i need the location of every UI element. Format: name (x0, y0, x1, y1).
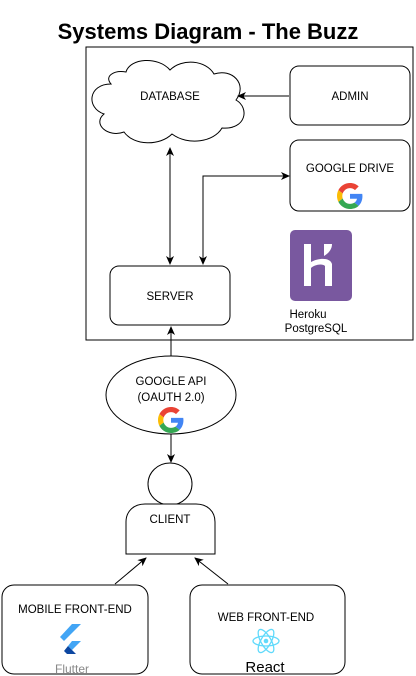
google-drive-box (289, 139, 411, 212)
mobile-frontend-node: MOBILE FRONT-END Flutter (1, 584, 149, 676)
database-cloud-shape (91, 60, 245, 144)
web-frontend-label: WEB FRONT-END (218, 612, 314, 624)
client-node: CLIENT (125, 462, 216, 555)
google-api-label-sub: (OAUTH 2.0) (137, 392, 204, 404)
heroku-h-glyph (304, 244, 332, 286)
admin-box (289, 65, 411, 126)
flutter-logo-text: Flutter (55, 662, 89, 676)
database-node: DATABASE (91, 60, 245, 144)
server-node: SERVER (109, 265, 231, 326)
google-api-node: GOOGLE API (OAUTH 2.0) (105, 355, 237, 435)
mobile-to-client-arrow (114, 557, 147, 585)
diagram-title: Systems Diagram - The Buzz (58, 19, 359, 44)
database-label: DATABASE (140, 91, 200, 103)
client-body (125, 503, 216, 555)
react-logo-text: React (245, 659, 285, 676)
heroku-icon (290, 230, 352, 301)
mobile-frontend-label: MOBILE FRONT-END (18, 604, 132, 616)
client-label: CLIENT (150, 514, 191, 526)
admin-label: ADMIN (331, 91, 368, 103)
server-box (109, 265, 231, 326)
google-drive-label: GOOGLE DRIVE (306, 163, 395, 175)
web-frontend-node: WEB FRONT-END React (189, 584, 346, 676)
admin-node: ADMIN (289, 65, 411, 126)
web-frontend-box (189, 584, 346, 675)
client-head (147, 462, 193, 506)
google-api-label: GOOGLE API (136, 376, 207, 388)
drive-server-arrow (199, 172, 290, 265)
heroku-node: Heroku PostgreSQL (285, 230, 352, 335)
web-to-client-arrow (194, 557, 229, 585)
server-label: SERVER (146, 291, 193, 303)
google-drive-node: GOOGLE DRIVE (289, 139, 411, 212)
heroku-accent-glyph (324, 244, 332, 256)
heroku-label: Heroku (289, 309, 326, 321)
react-icon (252, 628, 280, 654)
heroku-label-sub: PostgreSQL (285, 323, 348, 335)
flutter-icon (60, 624, 81, 654)
